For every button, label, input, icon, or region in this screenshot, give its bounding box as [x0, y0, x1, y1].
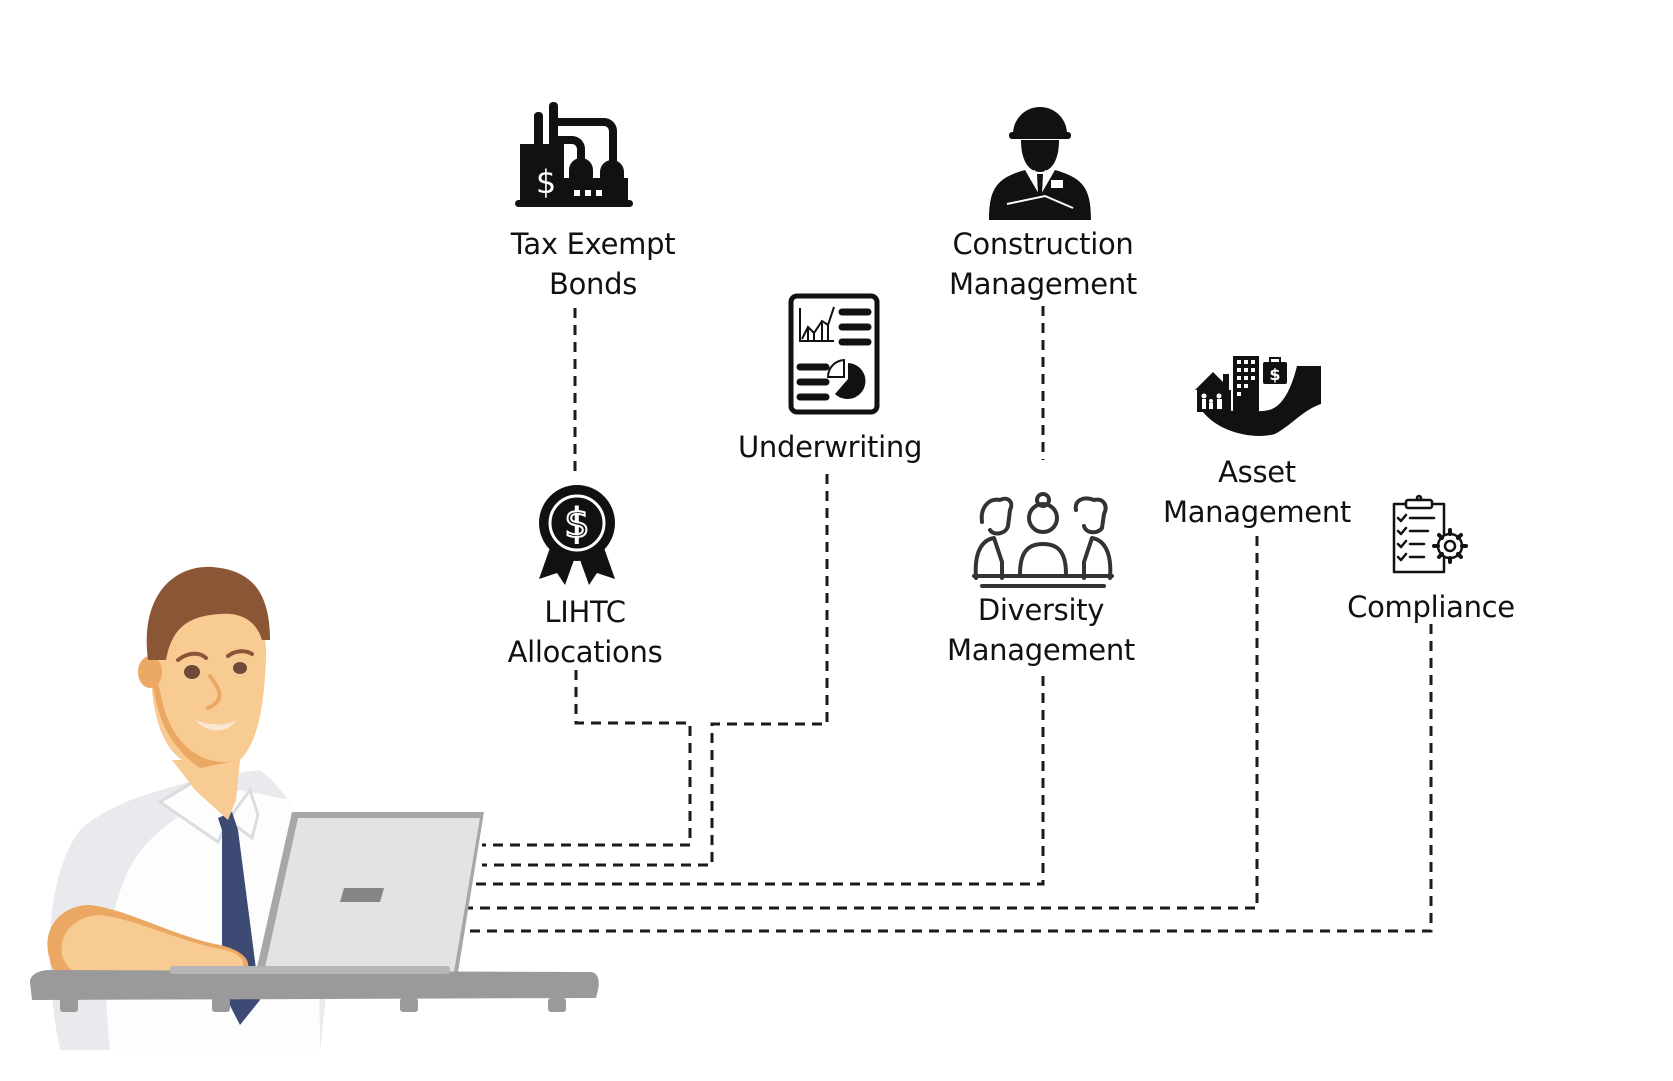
factory-dollar-icon: $	[514, 100, 634, 210]
hand-holding-property-icon: $	[1193, 352, 1323, 440]
hair	[146, 566, 270, 660]
node-label-compliance: Compliance	[1347, 590, 1515, 624]
connector-asset-to-laptop	[460, 536, 1259, 910]
node-label-asset-management: Asset Management	[1162, 455, 1352, 529]
node-label-tax-exempt-bonds: Tax Exempt Bonds	[510, 227, 676, 301]
svg-text:$: $	[536, 163, 556, 201]
node-label-diversity-management: Diversity Management	[946, 593, 1136, 667]
people-meeting-table-icon	[972, 492, 1114, 588]
connector-lihtc-to-laptop	[482, 670, 692, 847]
construction-worker-hardhat-icon	[985, 96, 1095, 224]
businessman-laptop-illustration	[0, 560, 640, 1081]
checklist-gear-icon	[1390, 494, 1470, 576]
svg-text:$: $	[1269, 365, 1280, 384]
connector-compliance-to-laptop	[460, 624, 1433, 933]
connector-diversity-to-laptop	[472, 676, 1045, 886]
report-document-chart-icon	[788, 293, 880, 415]
node-label-underwriting: Underwriting	[737, 430, 923, 464]
dollar-award-badge-icon: $	[537, 485, 617, 585]
desk	[30, 970, 599, 1000]
svg-text:$: $	[564, 501, 589, 547]
face	[150, 591, 267, 771]
node-label-construction-management: Construction Management	[948, 227, 1138, 301]
node-label-lihtc-allocations: LIHTC Allocations	[507, 595, 663, 669]
connector-underwriting-to-laptop	[482, 474, 829, 867]
